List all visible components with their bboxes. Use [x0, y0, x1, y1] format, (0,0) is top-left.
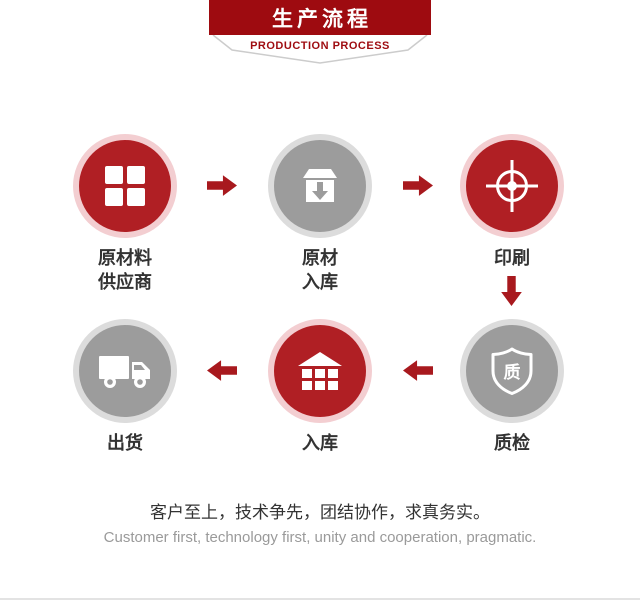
box-inbound-icon	[297, 165, 343, 207]
step-label: 原材料 供应商	[98, 248, 152, 292]
shield-icon: 质	[489, 346, 535, 396]
step-raw-material-inbound: 原材 入库	[268, 134, 372, 294]
shield-character: 质	[504, 363, 521, 382]
ribbon-banner-shape	[212, 35, 428, 64]
page-subtitle: PRODUCTION PROCESS	[250, 40, 390, 52]
step-circle: 质	[460, 319, 564, 423]
step-shipping: 出货	[73, 319, 177, 455]
step-label: 入库	[302, 433, 338, 453]
step-raw-material-supplier: 原材料 供应商	[73, 134, 177, 294]
step-circle	[268, 134, 372, 238]
section-header: 生产流程 PRODUCTION PROCESS	[209, 0, 431, 66]
truck-icon	[97, 349, 153, 393]
step-label: 质检	[494, 433, 530, 453]
step-quality-inspection: 质 质检	[460, 319, 564, 455]
footer-slogan: 客户至上，技术争先，团结协作，求真务实。 Customer first, tec…	[0, 500, 640, 550]
registration-target-icon	[485, 159, 539, 213]
arrow-right-icon	[403, 175, 433, 196]
header-bar: 生产流程	[209, 0, 431, 35]
slogan-english: Customer first, technology first, unity …	[103, 529, 537, 546]
step-circle	[268, 319, 372, 423]
step-label: 印刷	[494, 248, 530, 268]
grid-blocks-icon	[103, 164, 147, 208]
step-printing: 印刷	[460, 134, 564, 270]
step-circle	[73, 319, 177, 423]
step-circle	[73, 134, 177, 238]
arrow-right-icon	[207, 175, 237, 196]
step-label: 原材 入库	[302, 248, 338, 292]
arrow-left-icon	[207, 360, 237, 381]
arrow-left-icon	[403, 360, 433, 381]
step-circle	[460, 134, 564, 238]
page-title: 生产流程	[272, 7, 372, 31]
step-warehousing: 入库	[268, 319, 372, 455]
bottom-divider	[0, 598, 640, 600]
slogan-chinese: 客户至上，技术争先，团结协作，求真务实。	[150, 503, 490, 522]
arrow-down-icon	[501, 276, 522, 306]
step-label: 出货	[107, 433, 143, 453]
warehouse-icon	[297, 350, 343, 392]
